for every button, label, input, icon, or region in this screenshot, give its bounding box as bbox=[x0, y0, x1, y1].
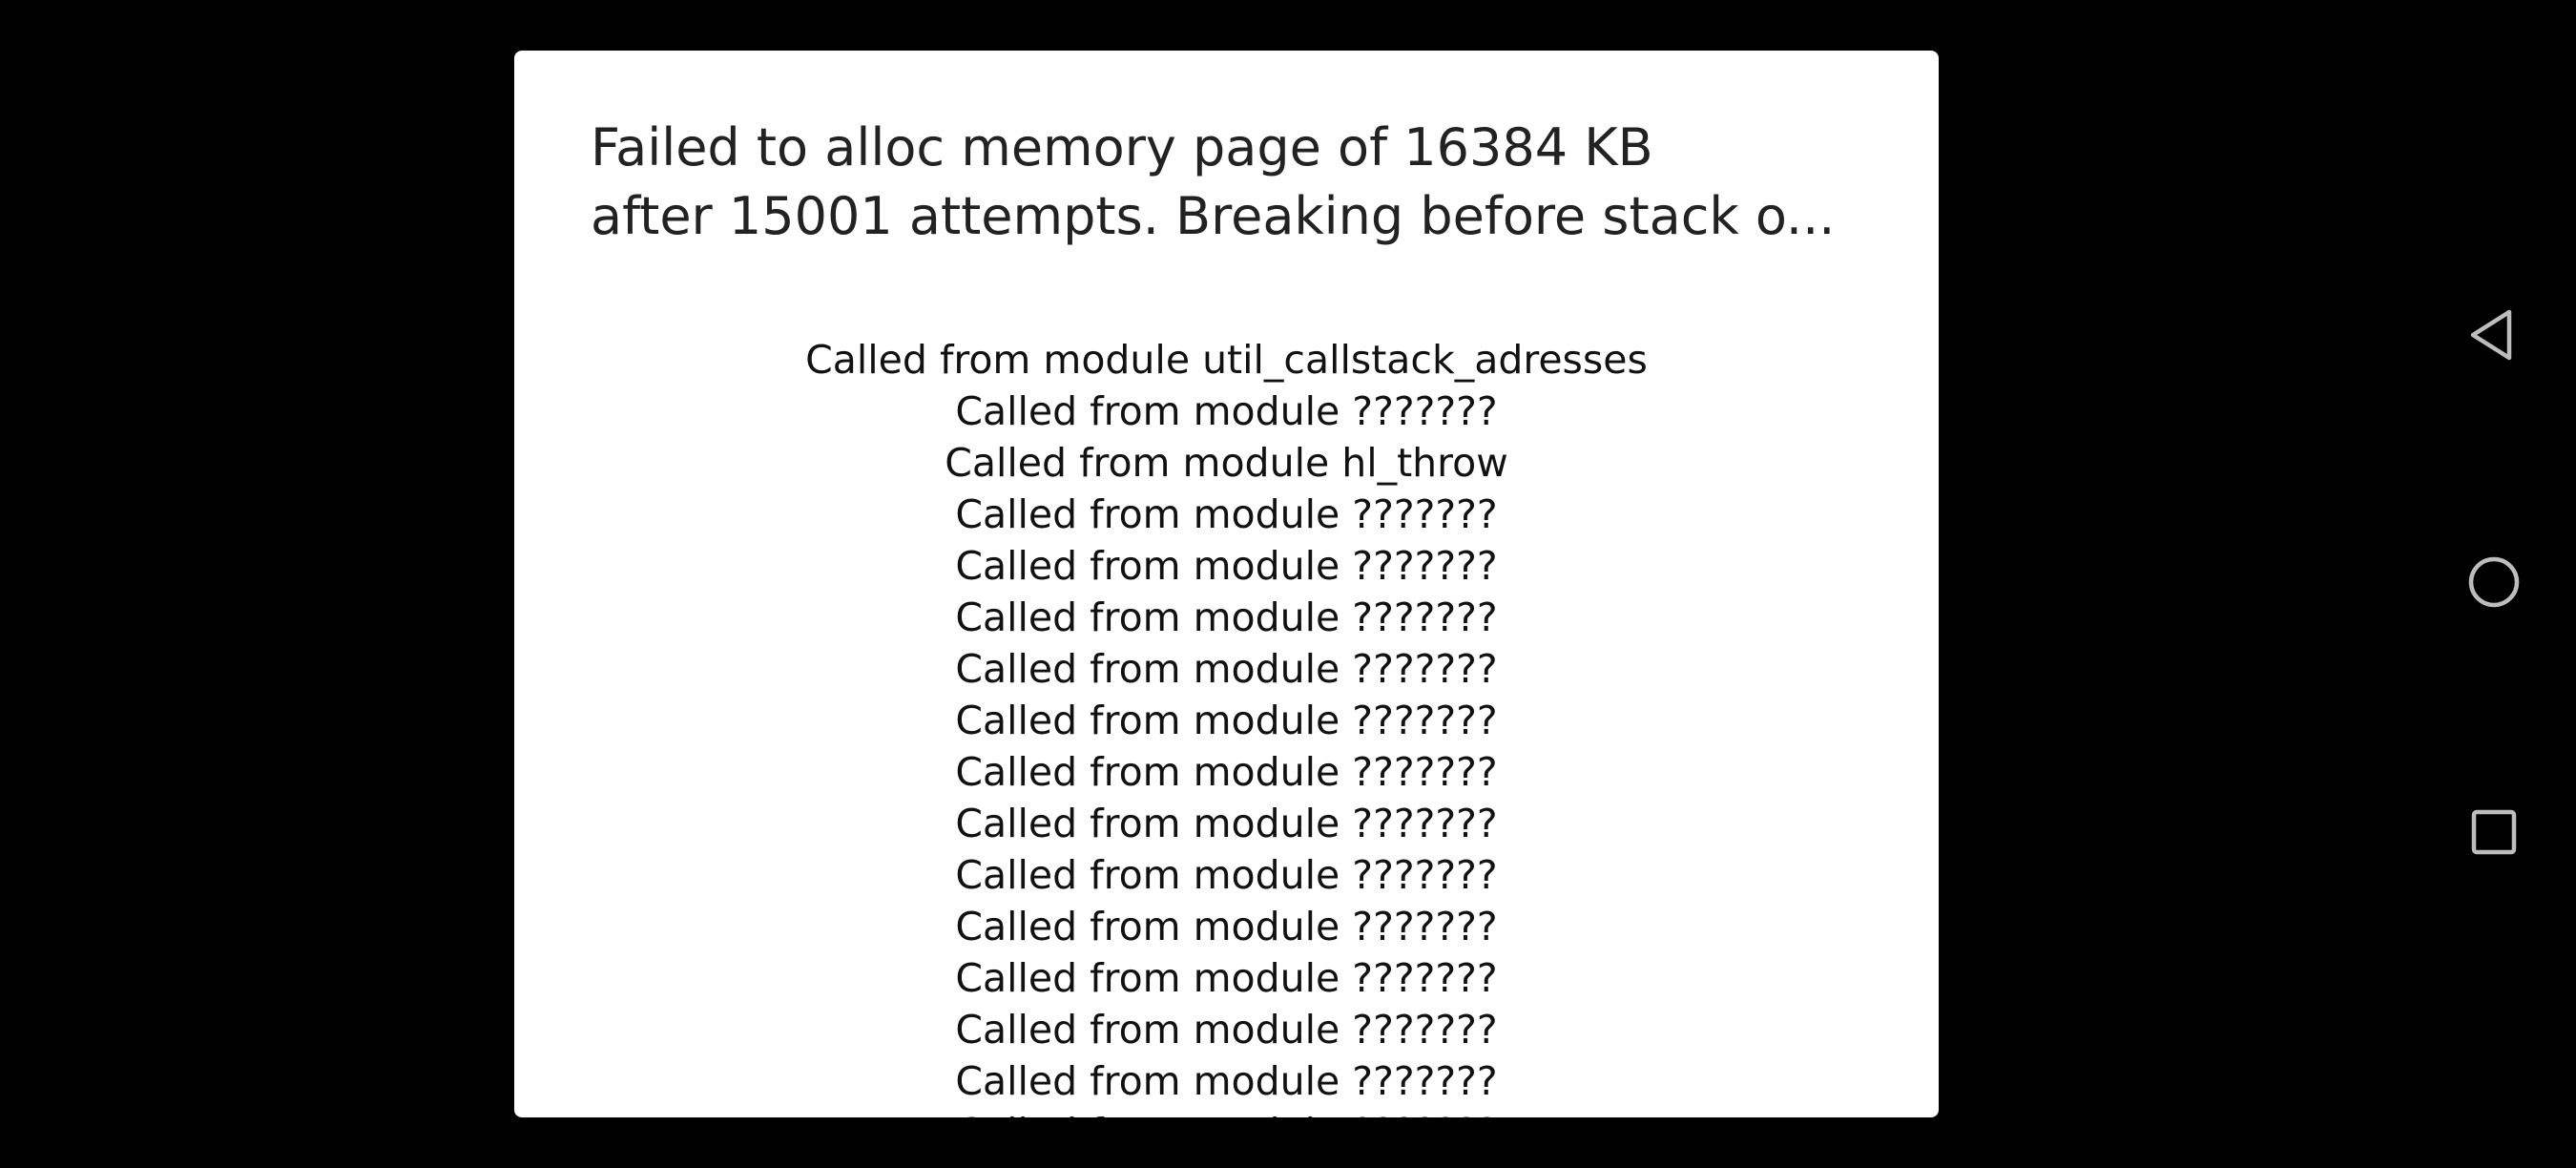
navigation-bar bbox=[2418, 0, 2576, 1168]
recents-square-icon bbox=[2471, 809, 2517, 855]
dialog-title-line: Failed to alloc memory page of 16384 KB bbox=[591, 117, 1653, 177]
callstack-line: Called from module ??????? bbox=[514, 1107, 1939, 1117]
dialog-title: Failed to alloc memory page of 16384 KB … bbox=[591, 114, 1869, 251]
callstack-line: Called from module ??????? bbox=[955, 749, 1498, 795]
callstack-line: Called from module ??????? bbox=[955, 904, 1498, 949]
callstack-line: Called from module ??????? bbox=[955, 491, 1498, 537]
back-triangle-icon bbox=[2470, 309, 2512, 361]
dialog-title-line: after 15001 attempts. Breaking before st… bbox=[591, 186, 1836, 246]
callstack-line: Called from module ??????? bbox=[955, 646, 1498, 692]
recents-button[interactable] bbox=[2446, 784, 2542, 880]
callstack-line: Called from module ??????? bbox=[955, 543, 1498, 589]
callstack-line: Called from module util_callstack_adress… bbox=[805, 337, 1648, 383]
home-circle-icon bbox=[2468, 556, 2520, 608]
dialog-message[interactable]: Called from module util_callstack_adress… bbox=[514, 334, 1939, 1117]
home-button[interactable] bbox=[2446, 534, 2542, 630]
callstack-line: Called from module ??????? bbox=[955, 801, 1498, 846]
callstack-line: Called from module ??????? bbox=[955, 1058, 1498, 1104]
callstack-line: Called from module hl_throw bbox=[945, 440, 1508, 486]
callstack-line: Called from module ??????? bbox=[955, 594, 1498, 640]
callstack-line: Called from module ??????? bbox=[955, 852, 1498, 898]
callstack-line: Called from module ??????? bbox=[955, 388, 1498, 434]
callstack-line: Called from module ??????? bbox=[955, 955, 1498, 1001]
callstack-line: Called from module ??????? bbox=[955, 1007, 1498, 1053]
error-dialog: Failed to alloc memory page of 16384 KB … bbox=[514, 51, 1939, 1117]
callstack-line: Called from module ??????? bbox=[955, 698, 1498, 743]
back-button[interactable] bbox=[2446, 287, 2542, 383]
